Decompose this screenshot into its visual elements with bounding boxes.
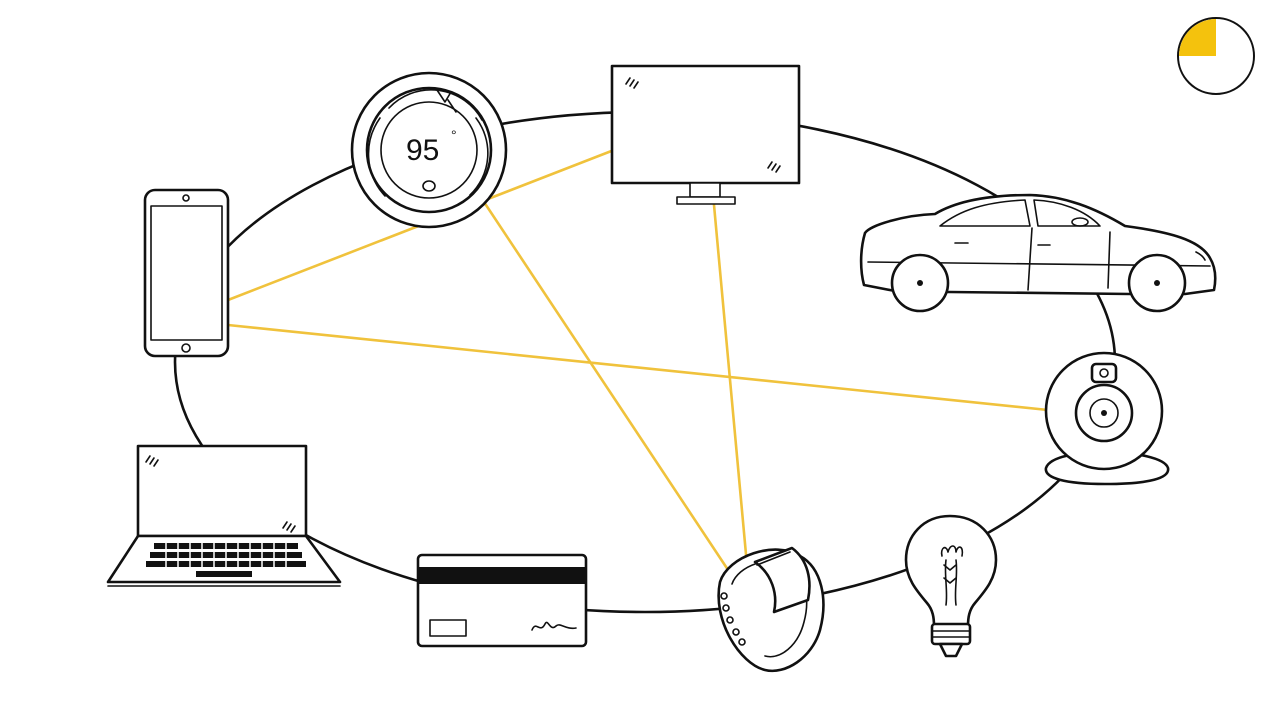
progress-timer-icon — [1177, 17, 1255, 95]
webcam-icon — [1044, 351, 1170, 486]
connection-smartphone-webcam — [226, 323, 1050, 412]
smartphone-icon — [143, 188, 230, 358]
lightbulb-icon — [904, 514, 998, 658]
thermostat-unit: ° — [451, 127, 457, 143]
thermostat-temperature: 95 — [406, 134, 439, 167]
car-icon — [859, 193, 1217, 313]
thermostat-icon: 95 ° — [350, 71, 508, 229]
connection-thermostat-fitness-band — [482, 200, 750, 602]
laptop-icon — [106, 444, 342, 587]
fitness-band-icon — [717, 546, 825, 673]
progress-timer-fill — [1179, 19, 1216, 56]
connection-monitor-fitness-band — [712, 203, 752, 600]
credit-card-icon — [416, 553, 588, 648]
monitor-icon — [610, 64, 801, 205]
